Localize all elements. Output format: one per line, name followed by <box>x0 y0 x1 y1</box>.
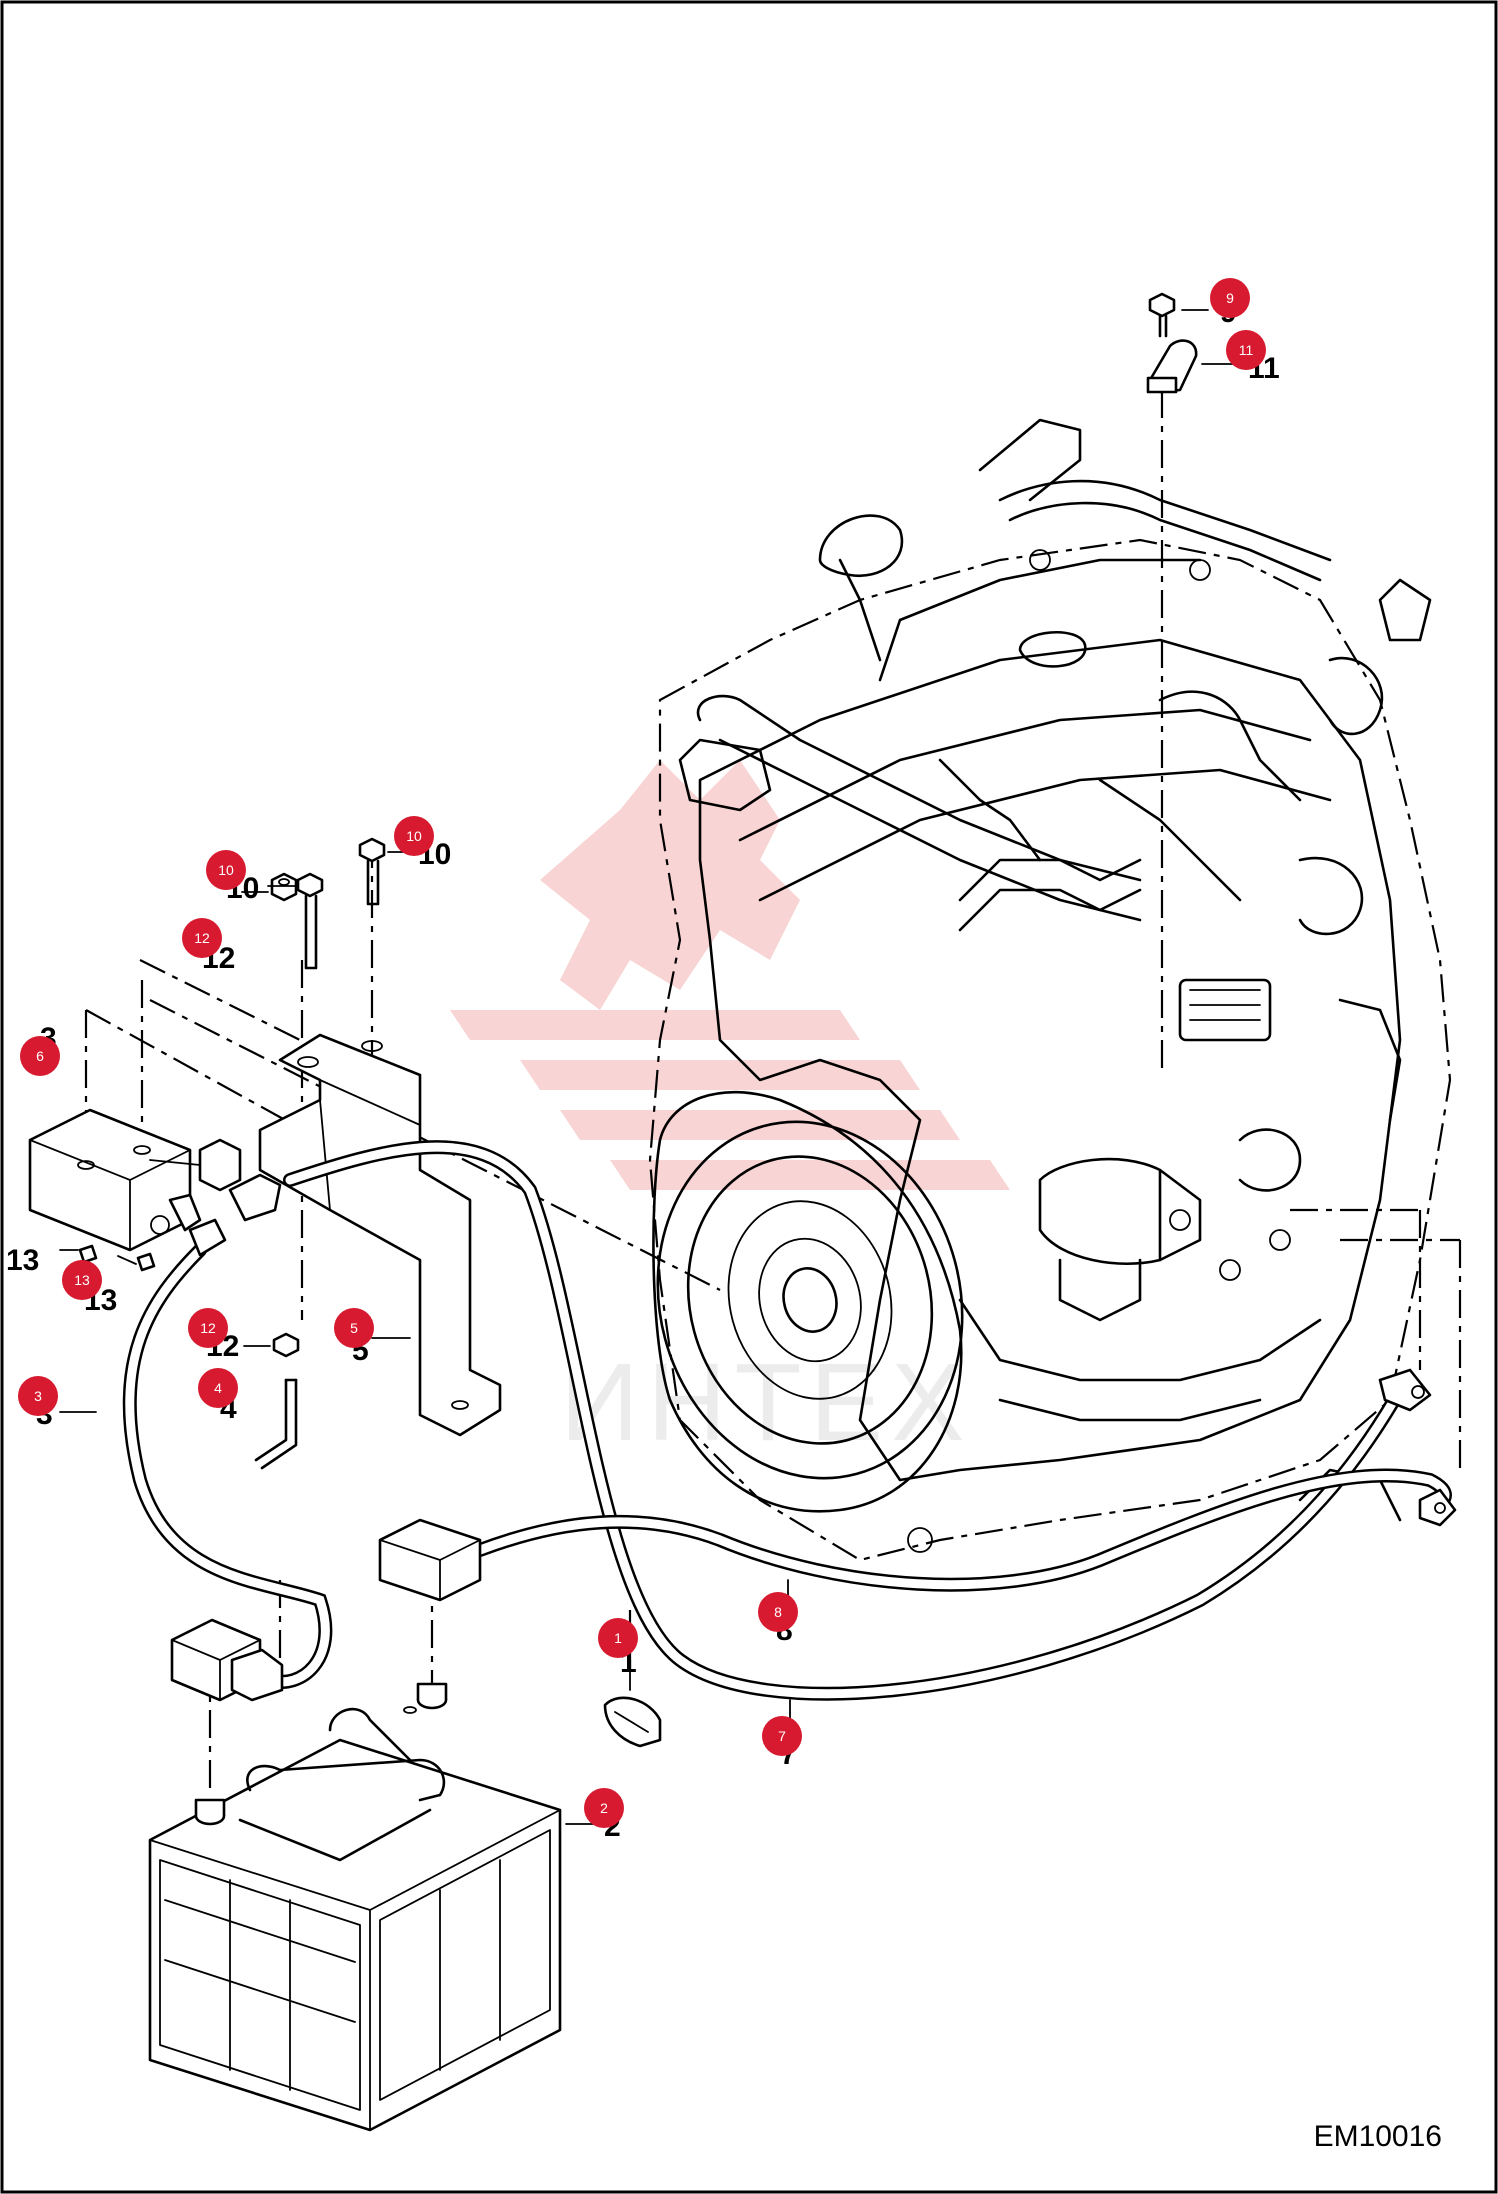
callout-13a-label: 13 <box>6 1244 39 1277</box>
badge-13: 13 <box>62 1260 102 1300</box>
svg-text:13: 13 <box>74 1272 90 1288</box>
badge-7: 7 <box>762 1716 802 1756</box>
badge-12a: 12 <box>182 918 222 958</box>
watermark-text: ИНТЕХ <box>560 1341 972 1464</box>
drawing-code: EM10016 <box>1314 2120 1442 2153</box>
badge-5: 5 <box>334 1308 374 1348</box>
badge-3: 3 <box>18 1376 58 1416</box>
badge-9: 9 <box>1210 278 1250 318</box>
svg-text:6: 6 <box>36 1048 44 1064</box>
svg-text:10: 10 <box>406 828 422 844</box>
solenoid-relay <box>28 1108 282 1272</box>
badge-6: 6 <box>20 1036 60 1076</box>
badge-8: 8 <box>758 1592 798 1632</box>
badge-1: 1 <box>598 1618 638 1658</box>
watermark-logo: ИНТЕХ <box>450 760 1010 1464</box>
svg-text:4: 4 <box>214 1380 222 1396</box>
svg-text:12: 12 <box>194 930 210 946</box>
hardware <box>254 292 1198 1748</box>
battery <box>148 1682 562 2132</box>
svg-text:8: 8 <box>774 1604 782 1620</box>
svg-text:2: 2 <box>600 1800 608 1816</box>
svg-text:1: 1 <box>614 1630 622 1646</box>
badge-4: 4 <box>198 1368 238 1408</box>
svg-text:9: 9 <box>1226 290 1234 306</box>
svg-text:5: 5 <box>350 1320 358 1336</box>
callout-badges: 9 11 10 10 12 12 4 5 3 6 13 1 2 8 7 <box>18 278 1266 1828</box>
svg-text:7: 7 <box>778 1728 786 1744</box>
badge-10a: 10 <box>206 850 246 890</box>
svg-text:3: 3 <box>34 1388 42 1404</box>
svg-text:12: 12 <box>200 1320 216 1336</box>
engine-assembly <box>648 418 1452 1562</box>
badge-12b: 12 <box>188 1308 228 1348</box>
battery-bracket <box>258 1033 502 1437</box>
svg-text:11: 11 <box>1239 342 1254 358</box>
svg-text:10: 10 <box>218 862 234 878</box>
battery-cables <box>122 1140 1457 1702</box>
badge-11: 11 <box>1226 330 1266 370</box>
callout-numbers: 9 11 10 10 12 12 4 5 3 3 13 13 1 2 8 7 <box>6 296 1280 1843</box>
badge-10b: 10 <box>394 816 434 856</box>
badge-2: 2 <box>584 1788 624 1828</box>
